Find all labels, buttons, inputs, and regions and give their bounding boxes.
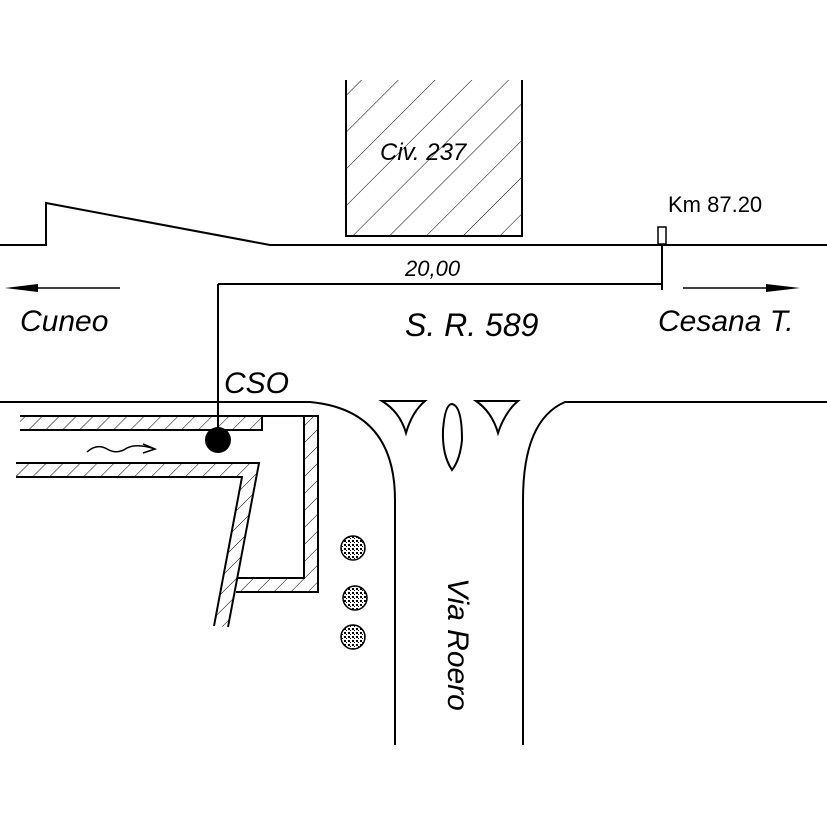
- cso-label: CSO: [224, 367, 289, 400]
- main-road-label: S. R. 589: [405, 307, 539, 343]
- flow-direction-icon: [86, 443, 158, 454]
- side-road-label: Via Roero: [441, 578, 474, 711]
- road-edge-south-west: [0, 401, 396, 745]
- tree-icon: [342, 585, 368, 611]
- channel-structure: [16, 415, 319, 628]
- arrow-right-icon: [683, 284, 800, 292]
- km-marker: [657, 226, 667, 245]
- tree-icon: [340, 624, 366, 650]
- cso-point: [205, 427, 231, 453]
- traffic-island-left: [378, 400, 428, 437]
- arrow-left-icon: [5, 284, 120, 292]
- traffic-island-center: [441, 402, 464, 472]
- building-label: Civ. 237: [380, 139, 468, 166]
- traffic-island-right: [472, 400, 521, 437]
- dimension-line: [217, 245, 663, 440]
- right-direction-label: Cesana T.: [658, 305, 794, 338]
- left-direction-label: Cuneo: [20, 305, 108, 338]
- tree-icon: [340, 535, 366, 561]
- building-civ-237: [345, 80, 523, 237]
- road-edge-north: [0, 201, 827, 246]
- road-edge-south-east: [522, 401, 827, 745]
- km-marker-label: Km 87.20: [668, 192, 762, 217]
- dimension-label: 20,00: [404, 256, 461, 281]
